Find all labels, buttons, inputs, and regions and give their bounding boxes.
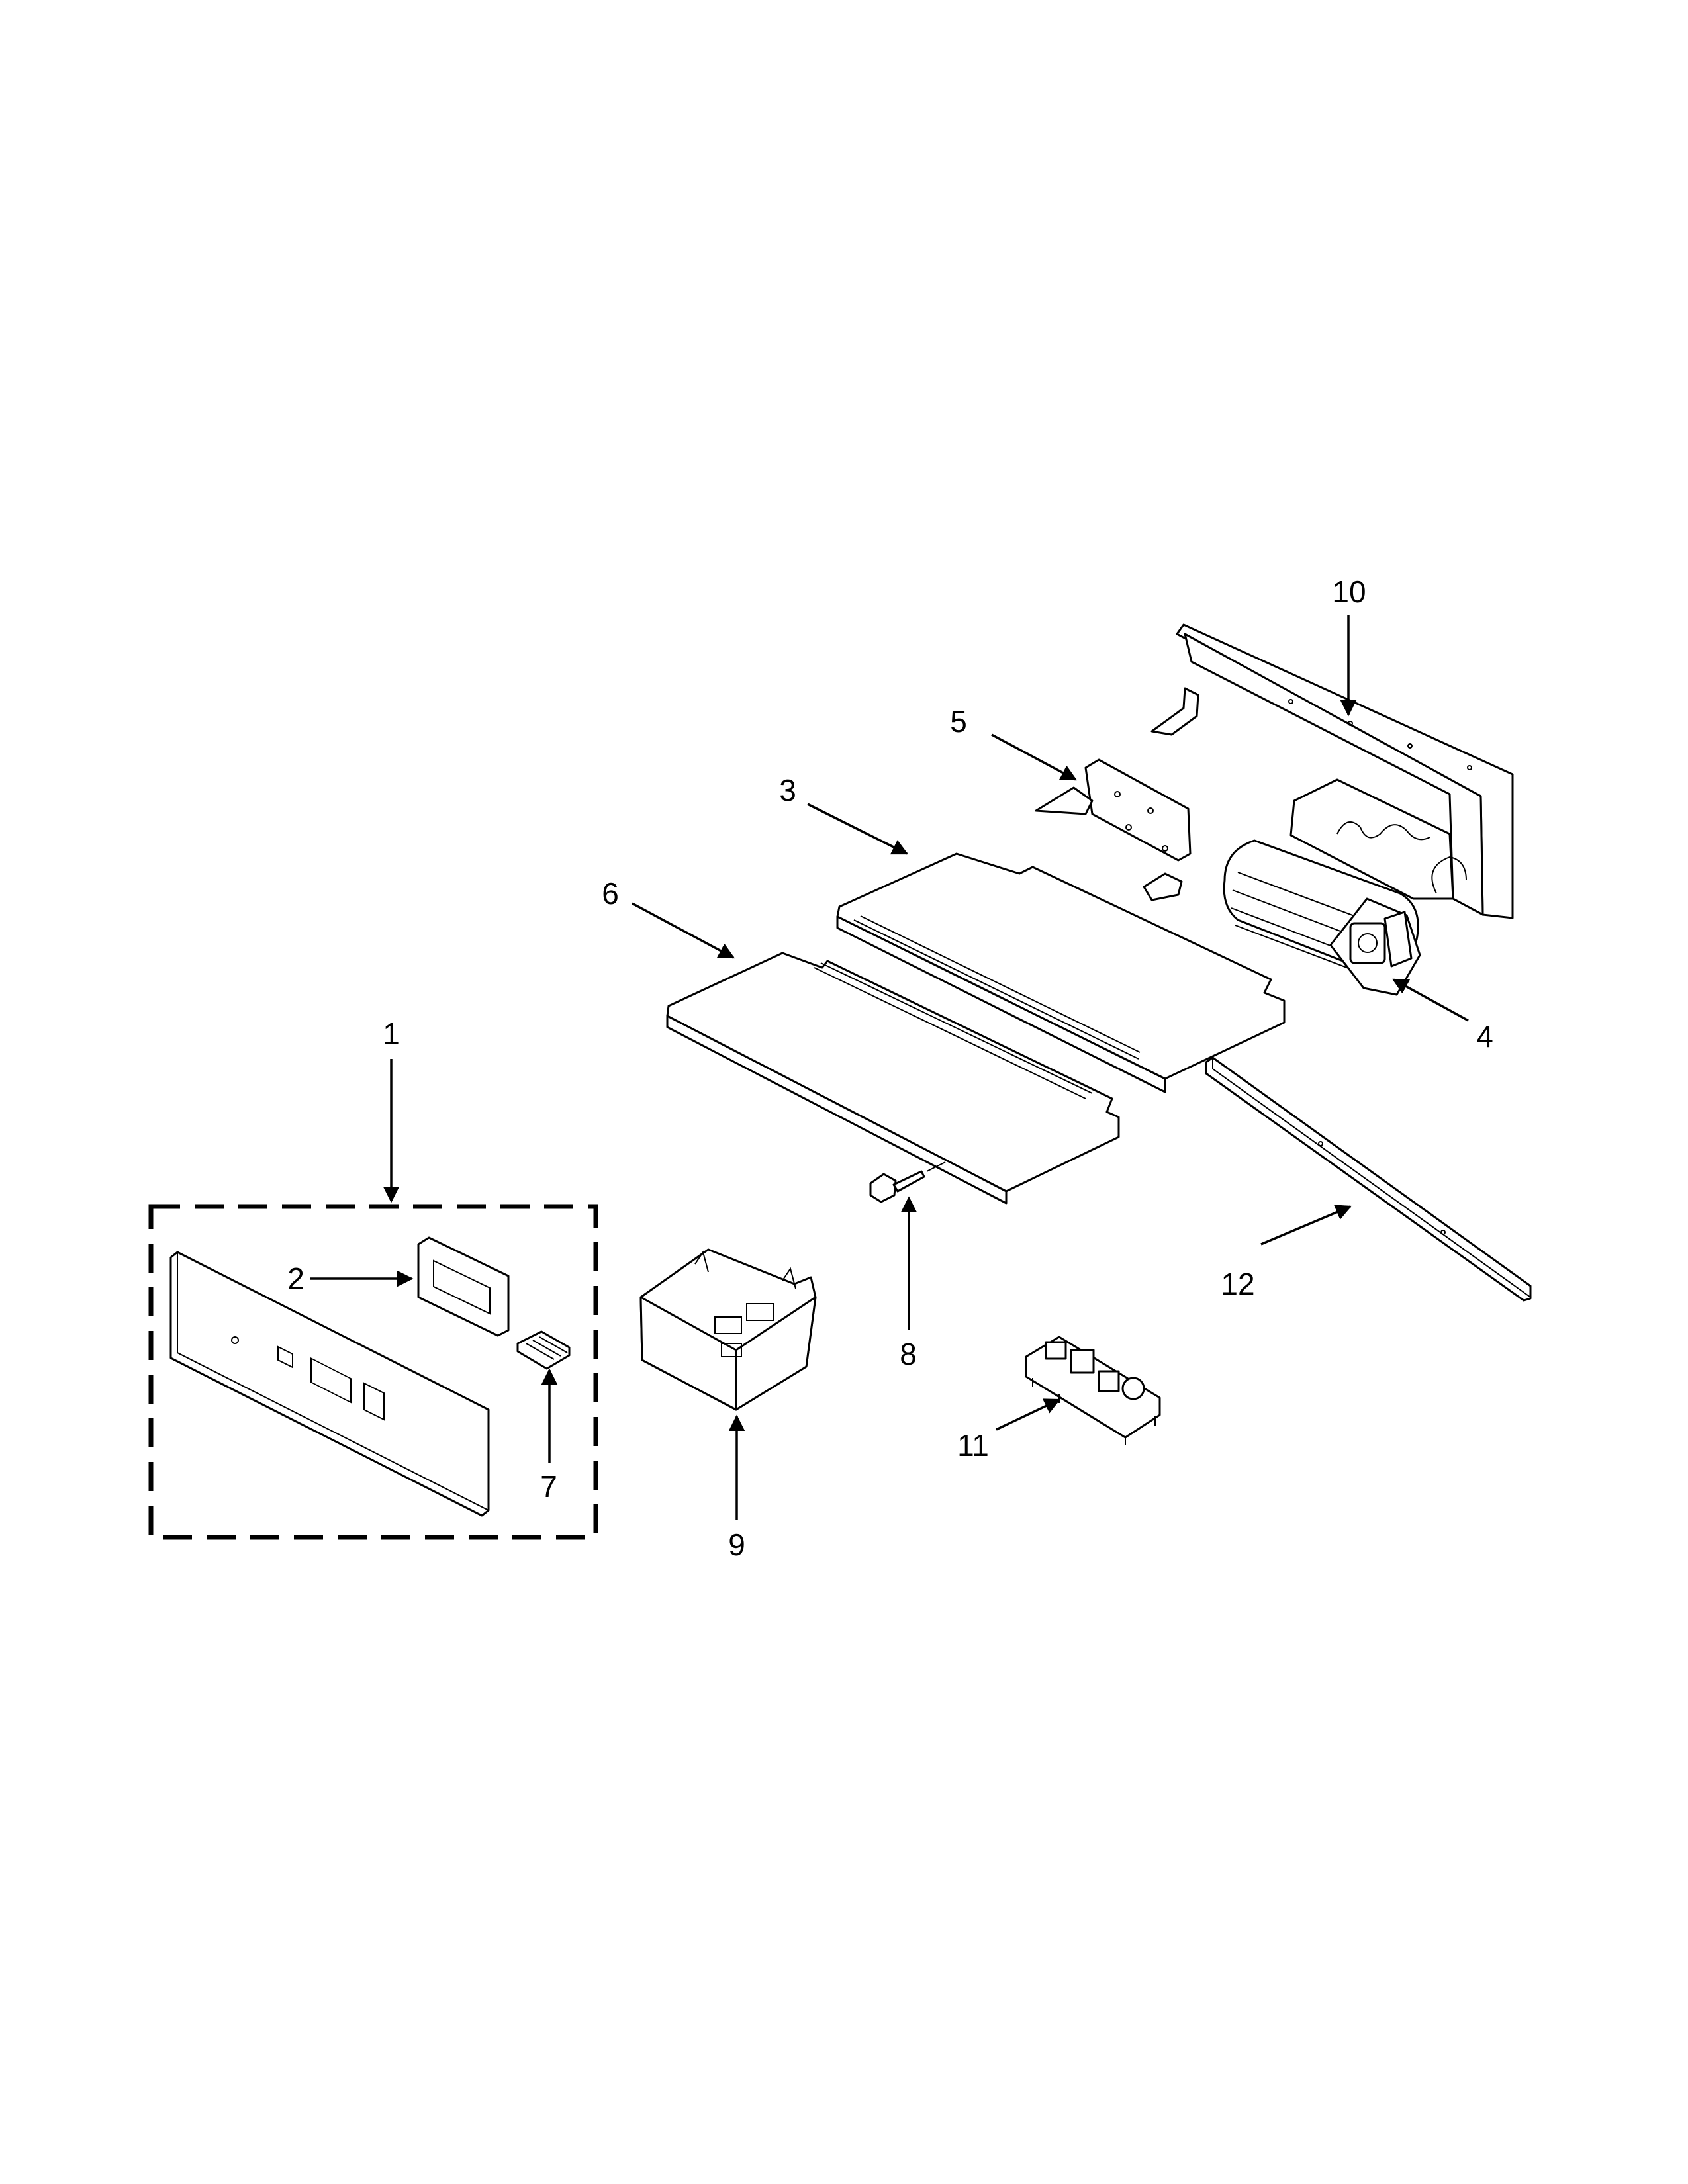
callout-7: 7	[540, 1469, 557, 1504]
leader-12	[1260, 1205, 1352, 1246]
callout-2: 2	[287, 1261, 305, 1296]
part-8-screw	[869, 1161, 946, 1203]
part-3-panel	[836, 852, 1286, 1093]
part-6-panel	[666, 952, 1120, 1205]
callout-labels: 1 2 3 4 5 6 7 8 9 10 11 12	[287, 574, 1493, 1562]
leader-3	[807, 803, 909, 855]
part-1-control-panel	[169, 1251, 490, 1517]
part-10-bracket	[1150, 623, 1514, 919]
part-9-board-housing	[639, 1248, 817, 1411]
callout-5: 5	[950, 704, 967, 739]
callout-12: 12	[1221, 1267, 1254, 1301]
callout-4: 4	[1476, 1019, 1493, 1054]
leader-5	[991, 733, 1078, 781]
callout-11: 11	[957, 1428, 989, 1463]
leader-6	[632, 902, 735, 959]
callout-8: 8	[900, 1337, 917, 1371]
callout-1: 1	[383, 1017, 400, 1051]
part-5-bracket	[1035, 758, 1192, 901]
callout-10: 10	[1332, 574, 1366, 609]
callout-3: 3	[779, 773, 796, 807]
part-2-display-bracket	[417, 1236, 510, 1337]
leader-4	[1391, 978, 1469, 1022]
leader-11	[996, 1398, 1061, 1431]
part-4-blower-fan	[1223, 839, 1421, 996]
part-7-keypad	[516, 1330, 571, 1370]
callout-9: 9	[728, 1527, 745, 1562]
leader-lines	[310, 615, 1469, 1520]
callout-6: 6	[602, 876, 619, 911]
part-12-rail	[1205, 1056, 1532, 1302]
part-11-power-board	[1025, 1336, 1161, 1445]
assembly-1-dashed-box	[148, 1204, 598, 1540]
